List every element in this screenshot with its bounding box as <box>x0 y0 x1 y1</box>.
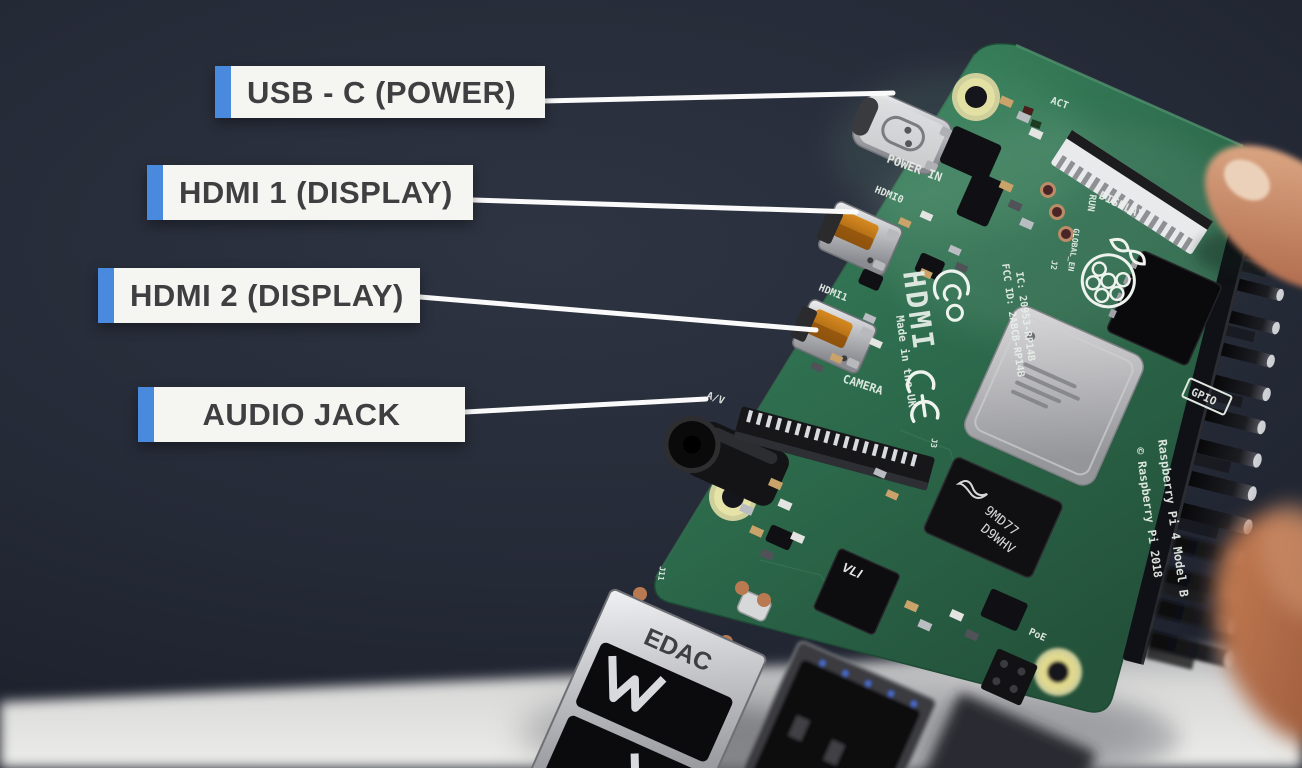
fcc-logo <box>932 269 971 322</box>
callout-hdmi-1-display: HDMI 1 (DISPLAY) <box>147 165 473 220</box>
silk-j3: J3 <box>929 438 939 449</box>
ce-mark <box>906 370 940 423</box>
soc-chip <box>963 305 1144 486</box>
callout-label: USB - C (POWER) <box>247 74 517 110</box>
callout-accent-bar <box>98 268 114 323</box>
callout-accent-bar <box>138 387 154 442</box>
smd-passives <box>739 95 1044 642</box>
display-connector <box>1051 130 1213 254</box>
holding-finger-top <box>1195 145 1302 291</box>
usb-c-port <box>851 91 953 175</box>
callout-line-hdmi1 <box>470 197 859 215</box>
micron-logo <box>955 480 988 499</box>
callout-lines <box>417 90 896 415</box>
raspberry-pi-board: POWER IN HDMI0 HDMI1 A/V <box>527 42 1294 768</box>
callout-usb-c-power: USB - C (POWER) <box>215 66 545 118</box>
callout-accent-bar <box>215 66 231 118</box>
callout-line-usb-c <box>540 90 896 104</box>
silk-run: RUN <box>1085 194 1098 213</box>
status-leds <box>1022 105 1042 130</box>
usb-controller-chip: VLI <box>813 548 900 635</box>
callout-line-hdmi2 <box>417 294 819 333</box>
usb3-port-stack <box>727 640 937 768</box>
callout-label: AUDIO JACK <box>202 397 401 432</box>
wireless-module <box>1107 250 1222 366</box>
mounting-hole-bottom <box>1034 648 1082 696</box>
raspberry-pi-logo <box>1080 237 1146 309</box>
callout-hdmi-2-display: HDMI 2 (DISPLAY) <box>98 268 420 323</box>
hdmi0-port <box>816 201 903 276</box>
callout-accent-bar <box>147 165 163 220</box>
holding-thumb-bottom <box>1214 501 1302 747</box>
run-header-holes <box>1040 182 1074 242</box>
ethernet-port <box>913 693 1096 768</box>
audio-jack-port <box>663 416 789 506</box>
callout-label: HDMI 2 (DISPLAY) <box>130 278 404 313</box>
ram-chip: 9MD77 D9WHV <box>923 457 1063 578</box>
poe-header <box>981 648 1038 706</box>
callout-label: HDMI 1 (DISPLAY) <box>179 175 453 210</box>
silk-j2: J2 <box>1049 260 1059 271</box>
mounting-hole-top <box>952 73 1000 121</box>
callout-audio-jack: AUDIO JACK <box>138 387 465 442</box>
gpio-header-pins <box>1123 202 1294 670</box>
usb2-port-stack: EDAC <box>527 588 767 768</box>
silk-j11: J11 <box>656 566 667 582</box>
callout-line-audio <box>462 396 709 415</box>
